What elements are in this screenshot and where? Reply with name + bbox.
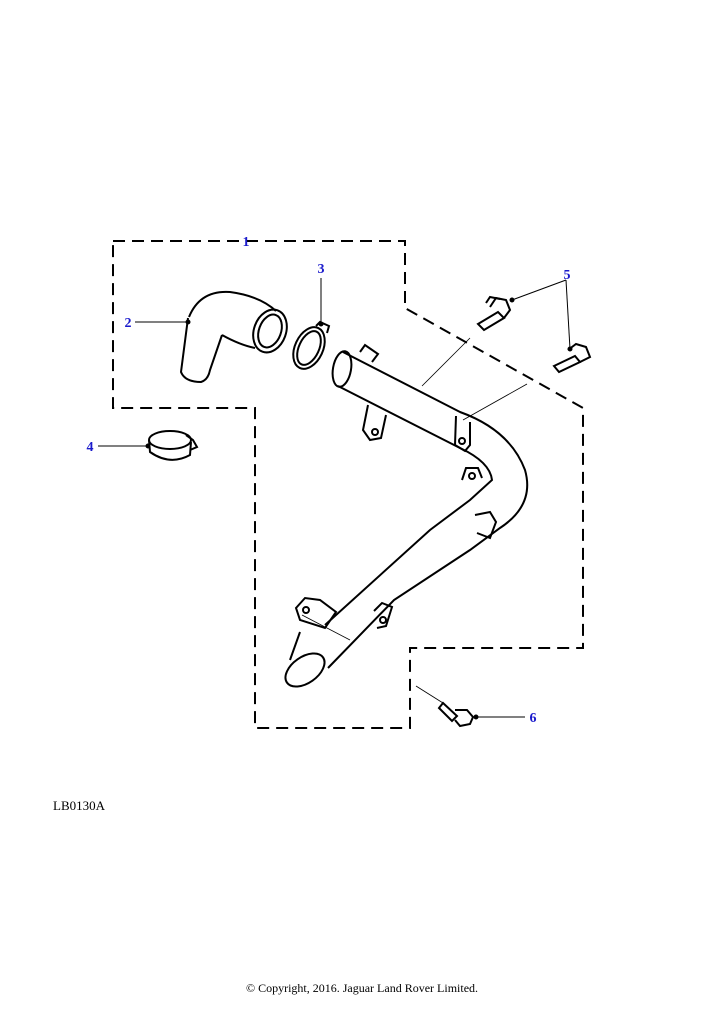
- elbow-hose-part: [179, 290, 288, 384]
- leader-lines: [98, 278, 573, 720]
- callout-2: 2: [125, 316, 132, 331]
- coolant-pipe-part: [284, 343, 529, 688]
- callout-1: 1: [243, 235, 250, 250]
- hose-clip-loose-part: [148, 430, 199, 461]
- reference-lines: [301, 337, 528, 704]
- kit-boundary: [112, 240, 584, 729]
- callout-3: 3: [318, 262, 325, 277]
- copyright-notice: © Copyright, 2016. Jaguar Land Rover Lim…: [245, 981, 479, 995]
- callout-5: 5: [564, 268, 571, 283]
- bolt-part-lower: [552, 342, 592, 374]
- callout-4: 4: [87, 440, 94, 455]
- hose-clip-part: [292, 320, 331, 370]
- bolt-part-bottom: [437, 701, 475, 728]
- bolt-part-upper: [476, 295, 512, 332]
- callout-6: 6: [530, 711, 537, 726]
- plate-code: LB0130A: [53, 798, 105, 813]
